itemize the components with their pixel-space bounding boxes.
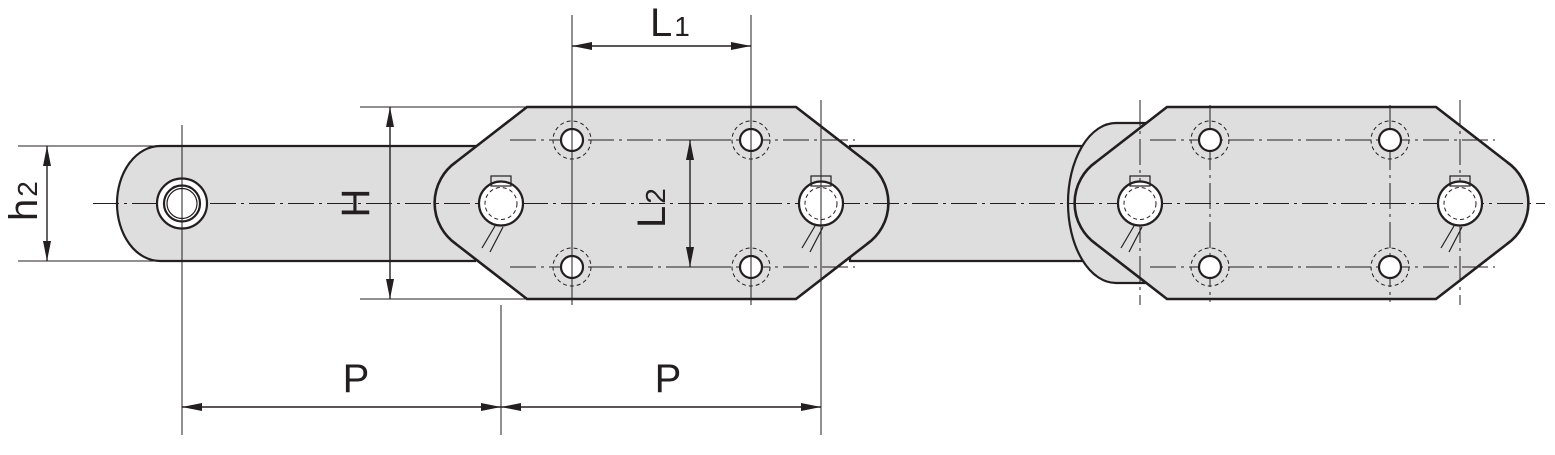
bolt-holes-plate2 xyxy=(1190,120,1410,287)
height-label-wrap: H xyxy=(334,189,378,218)
attachment-plate-2 xyxy=(1073,105,1530,301)
pitch-label-left: P xyxy=(343,357,370,401)
l1-label-main: L xyxy=(650,1,672,45)
l2-label-sub: 2 xyxy=(640,188,671,204)
h2-label-wrap: h2 xyxy=(2,181,46,221)
l2-label-wrap: L2 xyxy=(630,188,674,228)
h2-label: h2 xyxy=(2,181,46,221)
h2-label-main: h xyxy=(2,199,46,221)
l1-label: L1 xyxy=(650,1,690,45)
pin-plate1-left xyxy=(477,175,525,253)
pitch-label-right: P xyxy=(655,357,682,401)
l2-label-main: L xyxy=(630,206,674,228)
height-label: H xyxy=(334,189,378,218)
chain-body xyxy=(115,105,1530,301)
dimension-lines xyxy=(43,42,821,411)
pin-plate2-right xyxy=(1436,175,1484,253)
l1-label-sub: 1 xyxy=(674,11,690,42)
pin-plate2-left xyxy=(1116,175,1164,253)
dimension-labels: P P L1 H h2 L2 xyxy=(2,1,690,401)
h2-label-sub: 2 xyxy=(12,181,43,197)
bushing-end xyxy=(155,177,209,230)
l2-label: L2 xyxy=(630,188,674,228)
